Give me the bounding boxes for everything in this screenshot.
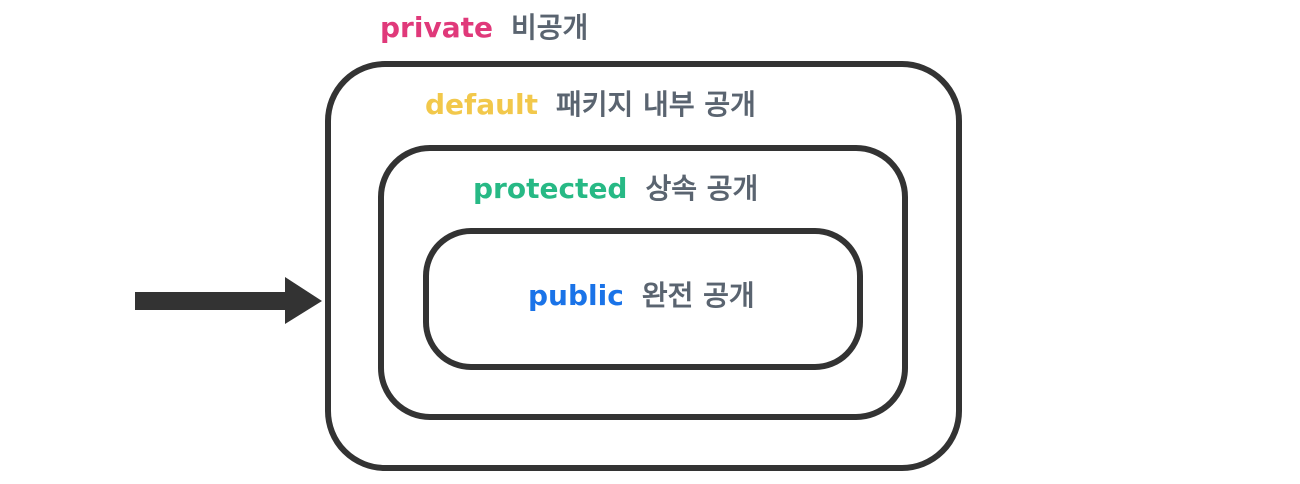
default-scope-box [325,61,962,471]
default-description: 패키지 내부 공개 [556,88,756,121]
default-label: default 패키지 내부 공개 [425,88,756,122]
protected-keyword: protected [473,172,628,205]
public-keyword: public [528,279,624,312]
private-keyword: private [380,11,493,44]
private-description: 비공개 [510,11,589,44]
protected-label: protected 상속 공개 [473,172,758,206]
protected-description: 상속 공개 [645,172,759,205]
right-arrow-icon [135,277,322,324]
private-label: private 비공개 [380,11,588,45]
public-label: public 완전 공개 [528,279,755,313]
arrow-head [285,277,322,324]
arrow-shaft [135,292,285,310]
public-scope-box [423,228,863,370]
public-description: 완전 공개 [641,279,755,312]
default-keyword: default [425,88,539,121]
protected-scope-box [378,145,908,420]
